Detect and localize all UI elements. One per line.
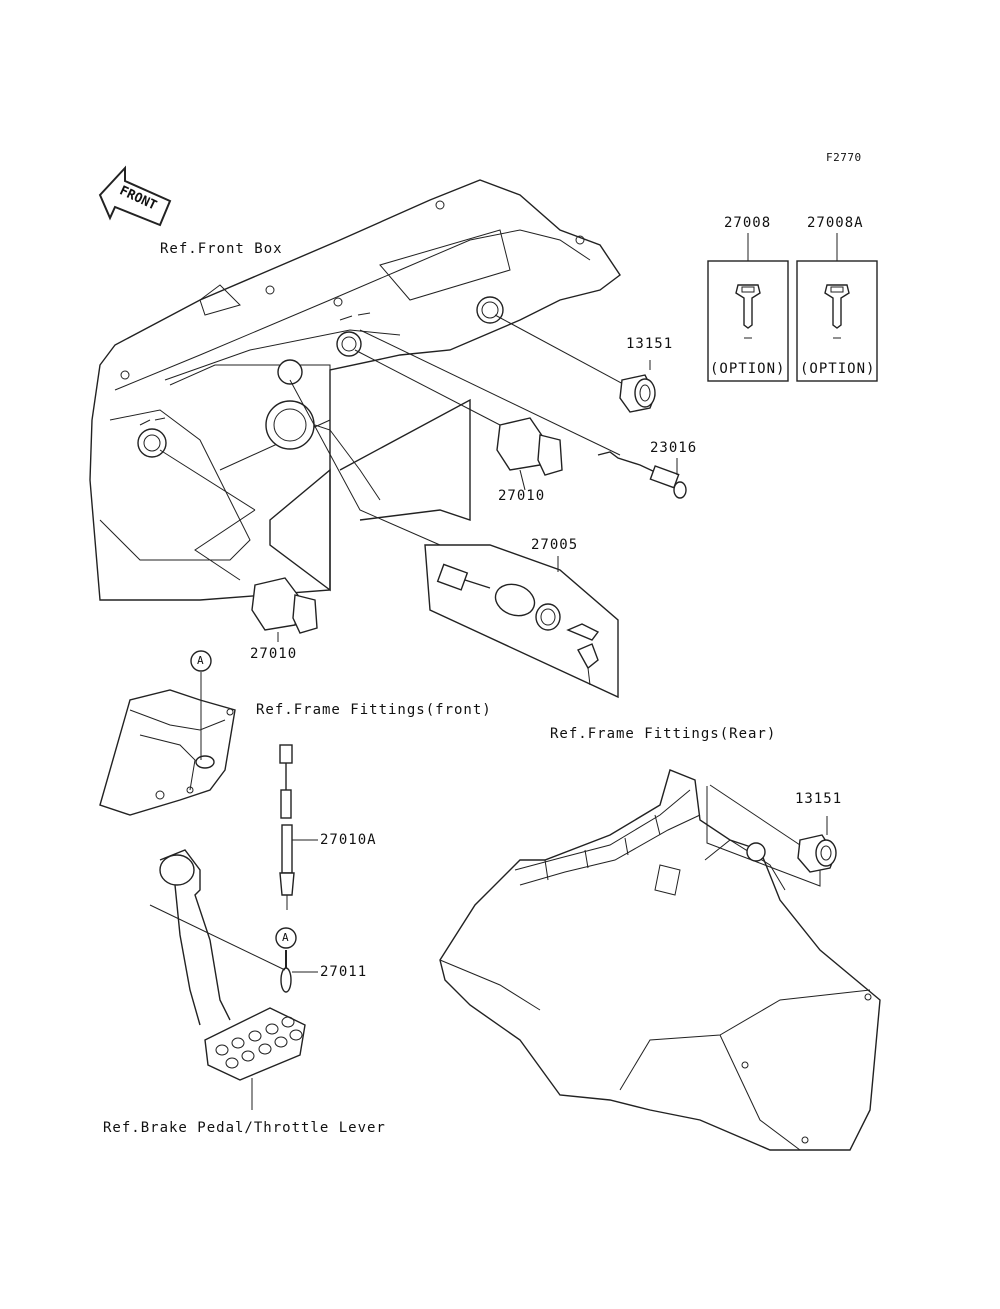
part-number-27008a: 27008A: [807, 215, 864, 231]
ref-frame-fittings-rear: Ref.Frame Fittings(Rear): [550, 726, 777, 742]
socket-13151-top-icon: [619, 360, 656, 413]
figure-code: F2770: [826, 151, 862, 164]
option-label-2: (OPTION): [800, 361, 876, 377]
ref-frame-fittings-front: Ref.Frame Fittings(front): [256, 702, 492, 718]
dashboard-panel: [89, 179, 621, 601]
pedal-holes: [215, 1016, 303, 1069]
part-number-27010a: 27010A: [320, 832, 377, 848]
part-23016-icon: [597, 451, 687, 499]
part-number-23016: 23016: [650, 440, 698, 456]
rear-fender-panel: [439, 769, 881, 1151]
leader-lines-upper: [159, 314, 626, 581]
key-option-boxes: [707, 233, 878, 382]
sensor-27010a-icon: [279, 744, 318, 910]
option-label-1: (OPTION): [710, 361, 786, 377]
ignition-switch-27005: [424, 544, 619, 699]
ref-brake-pedal: Ref.Brake Pedal/Throttle Lever: [103, 1120, 386, 1136]
part-number-13151-rear: 13151: [795, 791, 843, 807]
part-number-27008: 27008: [724, 215, 772, 231]
frame-bracket-front: [99, 650, 236, 816]
ref-front-box: Ref.Front Box: [160, 241, 283, 257]
front-arrow-text: FRONT: [117, 183, 159, 213]
switch-27010-lower-icon: [251, 577, 318, 642]
spring-27011-icon: [280, 950, 318, 993]
callout-a-upper: A: [197, 654, 205, 667]
brake-pedal: [149, 849, 306, 1110]
callout-a-lower: A: [282, 931, 290, 944]
switch-27010-upper-icon: [496, 417, 563, 491]
key-27008-icon: [735, 284, 761, 339]
callout-a-lower-circle: [275, 927, 297, 949]
part-number-27010-lower: 27010: [250, 646, 298, 662]
part-number-27005: 27005: [531, 537, 579, 553]
key-27008a-icon: [824, 284, 850, 339]
part-number-13151-top: 13151: [626, 336, 674, 352]
socket-13151-rear-icon: [709, 784, 837, 873]
part-number-27010-upper: 27010: [498, 488, 546, 504]
part-number-27011: 27011: [320, 964, 368, 980]
front-arrow-icon: FRONT: [98, 165, 172, 227]
